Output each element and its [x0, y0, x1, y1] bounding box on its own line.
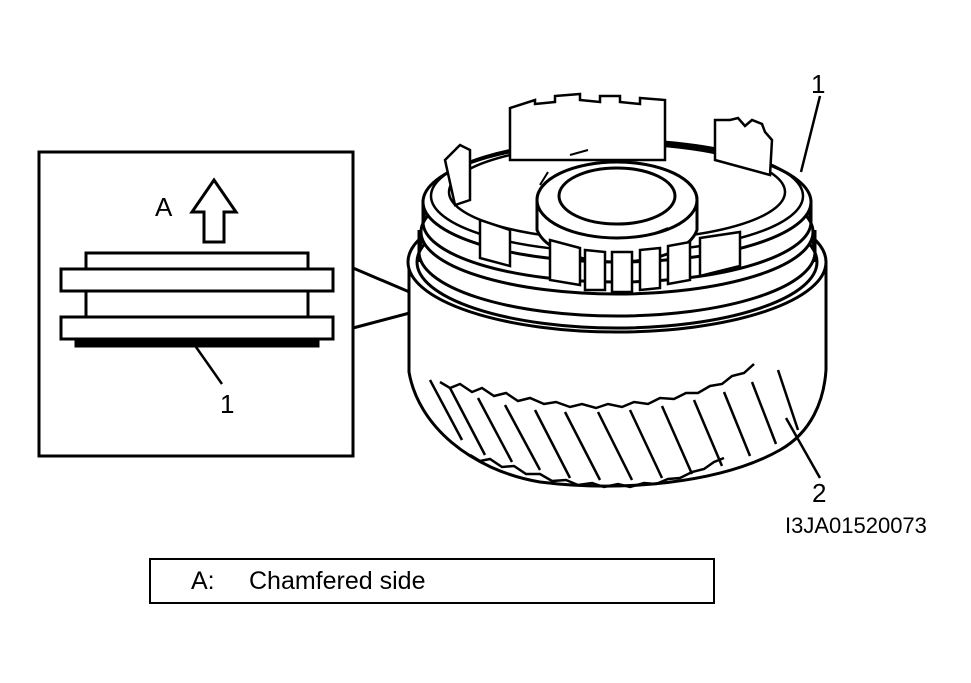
inset-part-label: 1	[220, 389, 234, 419]
hub-bore	[557, 166, 677, 226]
gear-assembly	[406, 92, 828, 489]
helical-teeth	[428, 363, 800, 489]
part-label-2: 2	[812, 478, 826, 508]
legend-box: A: Chamfered side	[149, 558, 715, 604]
main-leaders	[784, 95, 822, 479]
detail-inset: A 1	[37, 150, 355, 458]
sleeve-section	[59, 251, 335, 348]
arrow-label: A	[155, 192, 173, 222]
hub-front-splines	[478, 218, 742, 294]
legend-key: A:	[191, 566, 215, 595]
up-arrow-icon	[189, 177, 239, 244]
legend-text: Chamfered side	[249, 566, 426, 595]
hub-back-splines	[508, 92, 667, 162]
part-label-1: 1	[811, 69, 825, 99]
figure-code: I3JA01520073	[785, 513, 927, 538]
